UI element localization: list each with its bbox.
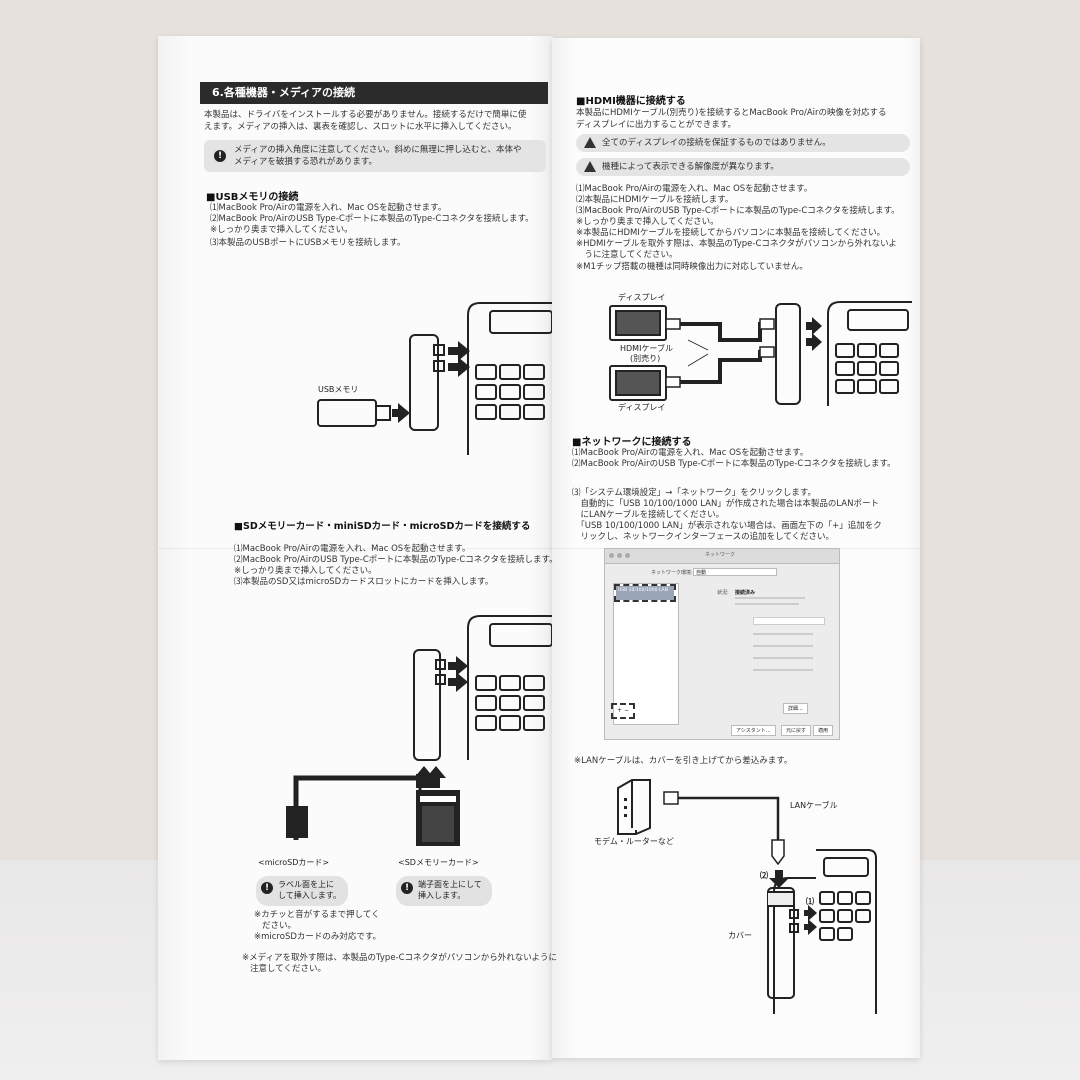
hdmi-intro-2: ディスプレイに出力することができます。	[576, 120, 737, 130]
hdmi-intro-1: 本製品にHDMIケーブル(別売り)を接続するとMacBook Pro/Airの映…	[576, 108, 887, 118]
network-step-2: ⑵MacBook Pro/AirのUSB Type-Cポートに本製品のType-…	[572, 459, 896, 469]
network-step-7: リックし、ネットワークインターフェースの追加をしてください。	[572, 532, 835, 542]
hdmi-warning-1	[576, 134, 910, 152]
step-2-marker: ⑵	[760, 871, 768, 880]
hdmi-connection-diagram	[609, 301, 912, 406]
interface-list: USB 10/100/1000 LAN	[613, 583, 679, 725]
add-interface-button[interactable]: + −	[611, 703, 635, 719]
hdmi-step-2: ⑵本製品にHDMIケーブルを接続します。	[576, 195, 734, 205]
caution-line-2: メディアを破損する恐れがあります。	[234, 157, 378, 167]
hdmi-warning-1-text: 全てのディスプレイの接続を保証するものではありません。	[602, 138, 831, 148]
assistant-button[interactable]: アシスタント...	[731, 725, 776, 736]
network-step-6: 「USB 10/100/1000 LAN」が表示されない場合は、画面左下の「+」…	[572, 521, 882, 531]
section-title: 6.各種機器・メディアの接続	[200, 82, 548, 104]
hdmi-heading: ■HDMI機器に接続する	[576, 96, 686, 107]
zoom-window-icon[interactable]	[625, 553, 630, 558]
sd-note-line-1: 端子面を上にして	[418, 880, 482, 889]
warning-icon	[584, 161, 596, 172]
status-detail-line	[735, 603, 799, 605]
usb-memory-label: USBメモリ	[318, 385, 359, 394]
config-line	[753, 645, 813, 647]
apply-button[interactable]: 適用	[813, 725, 834, 736]
warning-icon	[584, 137, 596, 148]
display-bottom-label: ディスプレイ	[618, 403, 666, 412]
usb-step-2: ⑵MacBook Pro/AirのUSB Type-Cポートに本製品のType-…	[210, 214, 534, 224]
hdmi-step-3: ⑶MacBook Pro/AirのUSB Type-Cポートに本製品のType-…	[576, 206, 900, 216]
sd-card-label: <SDメモリーカード>	[398, 858, 479, 867]
advanced-button[interactable]: 詳細...	[783, 703, 808, 714]
intro-line-1: 本製品は、ドライバをインストールする必要がありません。接続するだけで簡単に使	[204, 110, 527, 120]
click-note-3: ※microSDカードのみ対応です。	[254, 932, 382, 942]
hdmi-step-4: ※しっかり奥まで挿入してください。	[576, 217, 719, 227]
revert-button[interactable]: 元に戻す	[781, 725, 812, 736]
usb-step-1: ⑴MacBook Pro/Airの電源を入れ、Mac OSを起動させます。	[210, 203, 447, 213]
lan-cover-note: ※LANケーブルは、カバーを引き上げてから差込みます。	[574, 756, 793, 766]
exclamation-icon: !	[401, 882, 413, 894]
microsd-note-line-2: して挿入します。	[278, 891, 341, 900]
config-field[interactable]	[753, 617, 825, 625]
hdmi-step-5: ※本製品にHDMIケーブルを接続してからパソコンに本製品を接続してください。	[576, 228, 886, 238]
location-label: ネットワーク環境:	[651, 570, 693, 576]
hdmi-step-6: ※HDMIケーブルを取外す際は、本製品のType-Cコネクタがパソコンから外れな…	[576, 239, 897, 249]
hdmi-cable-sublabel: (別売り)	[630, 354, 661, 363]
hdmi-step-8: ※M1チップ搭載の機種は同時映像出力に対応していません。	[576, 262, 808, 272]
hdmi-cable-label: HDMIケーブル	[620, 344, 673, 353]
config-line	[753, 657, 813, 659]
usb-heading: ■USBメモリの接続	[206, 192, 299, 203]
modem-router-label: モデム・ルーターなど	[594, 837, 674, 846]
caution-box	[204, 140, 546, 172]
click-note-1: ※カチッと音がするまで押してく	[254, 910, 380, 920]
interface-list-item[interactable]: USB 10/100/1000 LAN	[614, 584, 676, 602]
location-select[interactable]: 自動	[693, 568, 777, 576]
window-title: ネットワーク	[705, 552, 736, 558]
hdmi-step-1: ⑴MacBook Pro/Airの電源を入れ、Mac OSを起動させます。	[576, 184, 813, 194]
status-label: 状況:	[717, 590, 729, 596]
usb-step-3: ※しっかり奥まで挿入してください。	[210, 225, 353, 235]
sd-connection-diagram	[286, 615, 552, 846]
minimize-window-icon[interactable]	[617, 553, 622, 558]
remove-note-2: 注意してください。	[250, 964, 326, 974]
status-detail-line	[735, 597, 805, 599]
status-value: 接続済み	[735, 590, 756, 596]
microsd-label: <microSDカード>	[258, 858, 330, 867]
sd-step-1: ⑴MacBook Pro/Airの電源を入れ、Mac OSを起動させます。	[234, 544, 471, 554]
sd-note-line-2: 挿入します。	[418, 891, 466, 900]
cover-label: カバー	[728, 931, 752, 940]
network-step-1: ⑴MacBook Pro/Airの電源を入れ、Mac OSを起動させます。	[572, 448, 809, 458]
hdmi-step-7: うに注意してください。	[576, 250, 678, 260]
sd-step-2: ⑵MacBook Pro/AirのUSB Type-Cポートに本製品のType-…	[234, 555, 558, 565]
caution-line-1: メディアの挿入角度に注意してください。斜めに無理に押し込むと、本体や	[234, 145, 522, 155]
sd-note: ! 端子面を上にして 挿入します。	[396, 876, 492, 906]
network-step-4: 自動的に「USB 10/100/1000 LAN」が作成された場合は本製品のLA…	[572, 499, 879, 509]
network-preferences-window: ネットワーク ネットワーク環境: 自動 USB 10/100/1000 LAN …	[604, 548, 840, 740]
remove-note-1: ※メディアを取外す際は、本製品のType-Cコネクタがパソコンから外れないように	[242, 953, 558, 963]
lan-cable-label: LANケーブル	[790, 801, 838, 810]
sd-heading: ■SDメモリーカード・miniSDカード・microSDカードを接続する	[234, 521, 531, 532]
intro-line-2: えます。メディアの挿入は、裏表を確認し、スロットに水平に挿入してください。	[204, 122, 517, 132]
network-step-3: ⑶「システム環境設定」→「ネットワーク」をクリックします。	[572, 488, 817, 498]
lan-connection-diagram	[617, 779, 877, 1014]
microsd-note: ! ラベル面を上に して挿入します。	[256, 876, 348, 906]
hdmi-warning-2	[576, 158, 910, 176]
sd-step-3: ※しっかり奥まで挿入してください。	[234, 566, 377, 576]
click-note-2: ださい。	[262, 921, 297, 931]
microsd-note-line-1: ラベル面を上に	[278, 880, 334, 889]
network-heading: ■ネットワークに接続する	[572, 437, 692, 448]
usb-step-4: ⑶本製品のUSBポートにUSBメモリを接続します。	[210, 238, 406, 248]
sd-step-4: ⑶本製品のSD又はmicroSDカードスロットにカードを挿入します。	[234, 577, 494, 587]
config-line	[753, 633, 813, 635]
paper-fold-line	[158, 548, 920, 549]
display-top-label: ディスプレイ	[618, 293, 666, 302]
usb-connection-diagram	[317, 302, 552, 455]
config-line	[753, 669, 813, 671]
hdmi-warning-2-text: 機種によって表示できる解像度が異なります。	[602, 162, 779, 172]
close-window-icon[interactable]	[609, 553, 614, 558]
window-titlebar: ネットワーク	[605, 549, 839, 564]
exclamation-icon: !	[214, 150, 226, 162]
exclamation-icon: !	[261, 882, 273, 894]
step-1-marker: ⑴	[806, 897, 814, 906]
network-step-5: にLANケーブルを接続してください。	[572, 510, 725, 520]
